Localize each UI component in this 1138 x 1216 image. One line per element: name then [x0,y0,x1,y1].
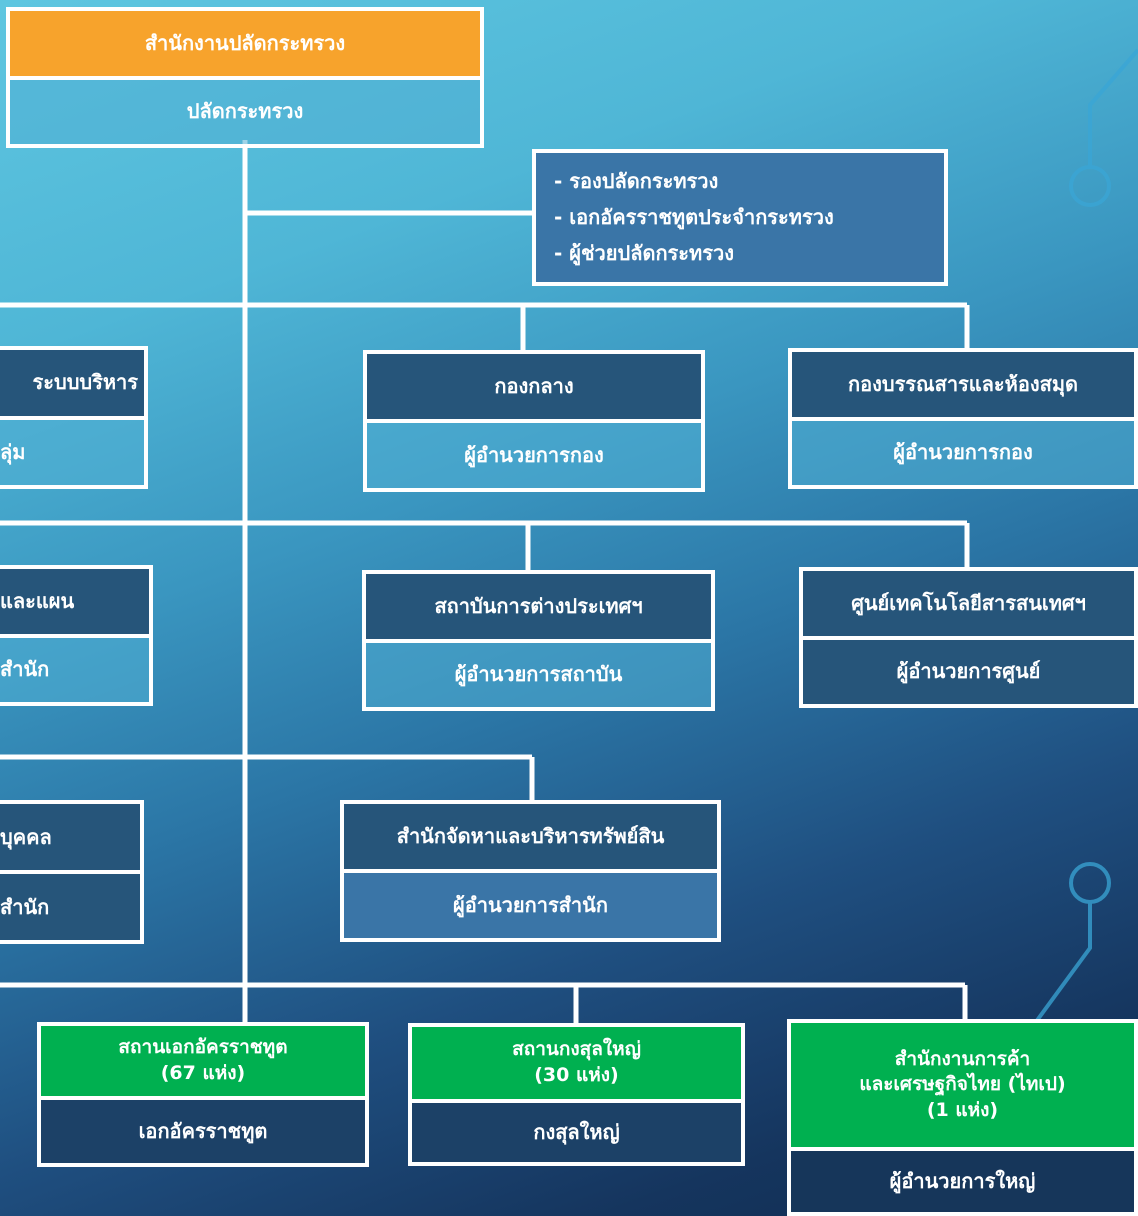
consulate-head: กงสุลใหญ่ [412,1099,741,1162]
personnel-bureau-title: บุคคล [0,804,140,870]
top-office-box: สำนักงานปลัดกระทรวง ปลัดกระทรวง [6,7,484,148]
asset-bureau-title: สำนักจัดหาและบริหารทรัพย์สิน [344,804,717,869]
personnel-bureau-box: บุคคล สำนัก [0,800,144,944]
central-division-title: กองกลาง [367,354,701,419]
taipei-office-head: ผู้อำนวยการใหญ่ [791,1147,1134,1212]
plan-bureau-title: และแผน [0,569,149,634]
deputy-item: - เอกอัครราชทูตประจำกระทรวง [554,205,834,229]
plan-bureau-head: สำนัก [0,633,149,702]
library-division-box: กองบรรณสารและห้องสมุด ผู้อำนวยการกอง [788,348,1138,489]
deputies-box: - รองปลัดกระทรวง - เอกอัครราชทูตประจำกระ… [532,149,948,286]
taipei-office-box: สำนักงานการค้า และเศรษฐกิจไทย (ไทเป) (1 … [787,1019,1138,1216]
top-office-head: ปลัดกระทรวง [10,75,480,144]
ict-center-title: ศูนย์เทคโนโลยีสารสนเทศฯ [803,571,1134,636]
admin-unit-head: ลุ่ม [0,415,144,485]
ict-center-box: ศูนย์เทคโนโลยีสารสนเทศฯ ผู้อำนวยการศูนย์ [799,567,1138,708]
asset-bureau-box: สำนักจัดหาและบริหารทรัพย์สิน ผู้อำนวยการ… [340,800,721,942]
taipei-office-title: สำนักงานการค้า และเศรษฐกิจไทย (ไทเป) (1 … [791,1023,1134,1147]
top-office-title: สำนักงานปลัดกระทรวง [10,11,480,76]
central-division-box: กองกลาง ผู้อำนวยการกอง [363,350,705,492]
embassy-title: สถานเอกอัครราชทูต (67 แห่ง) [41,1026,365,1096]
library-division-head: ผู้อำนวยการกอง [792,416,1134,485]
plan-bureau-box: และแผน สำนัก [0,565,153,706]
ict-center-head: ผู้อำนวยการศูนย์ [803,635,1134,704]
personnel-bureau-head: สำนัก [0,870,140,940]
institute-box: สถาบันการต่างประเทศฯ ผู้อำนวยการสถาบัน [362,570,715,711]
admin-unit-title: ระบบบริหาร [0,350,144,416]
admin-unit-box: ระบบบริหาร ลุ่ม [0,346,148,489]
consulate-box: สถานกงสุลใหญ่ (30 แห่ง) กงสุลใหญ่ [408,1023,745,1166]
deputy-item: - รองปลัดกระทรวง [554,169,719,193]
central-division-head: ผู้อำนวยการกอง [367,419,701,488]
asset-bureau-head: ผู้อำนวยการสำนัก [344,869,717,938]
embassy-head: เอกอัครราชทูต [41,1096,365,1163]
consulate-title: สถานกงสุลใหญ่ (30 แห่ง) [412,1027,741,1099]
institute-title: สถาบันการต่างประเทศฯ [366,574,711,639]
embassy-box: สถานเอกอัครราชทูต (67 แห่ง) เอกอัครราชทู… [37,1022,369,1167]
library-division-title: กองบรรณสารและห้องสมุด [792,352,1134,417]
deputy-item: - ผู้ช่วยปลัดกระทรวง [554,241,734,265]
institute-head: ผู้อำนวยการสถาบัน [366,638,711,707]
